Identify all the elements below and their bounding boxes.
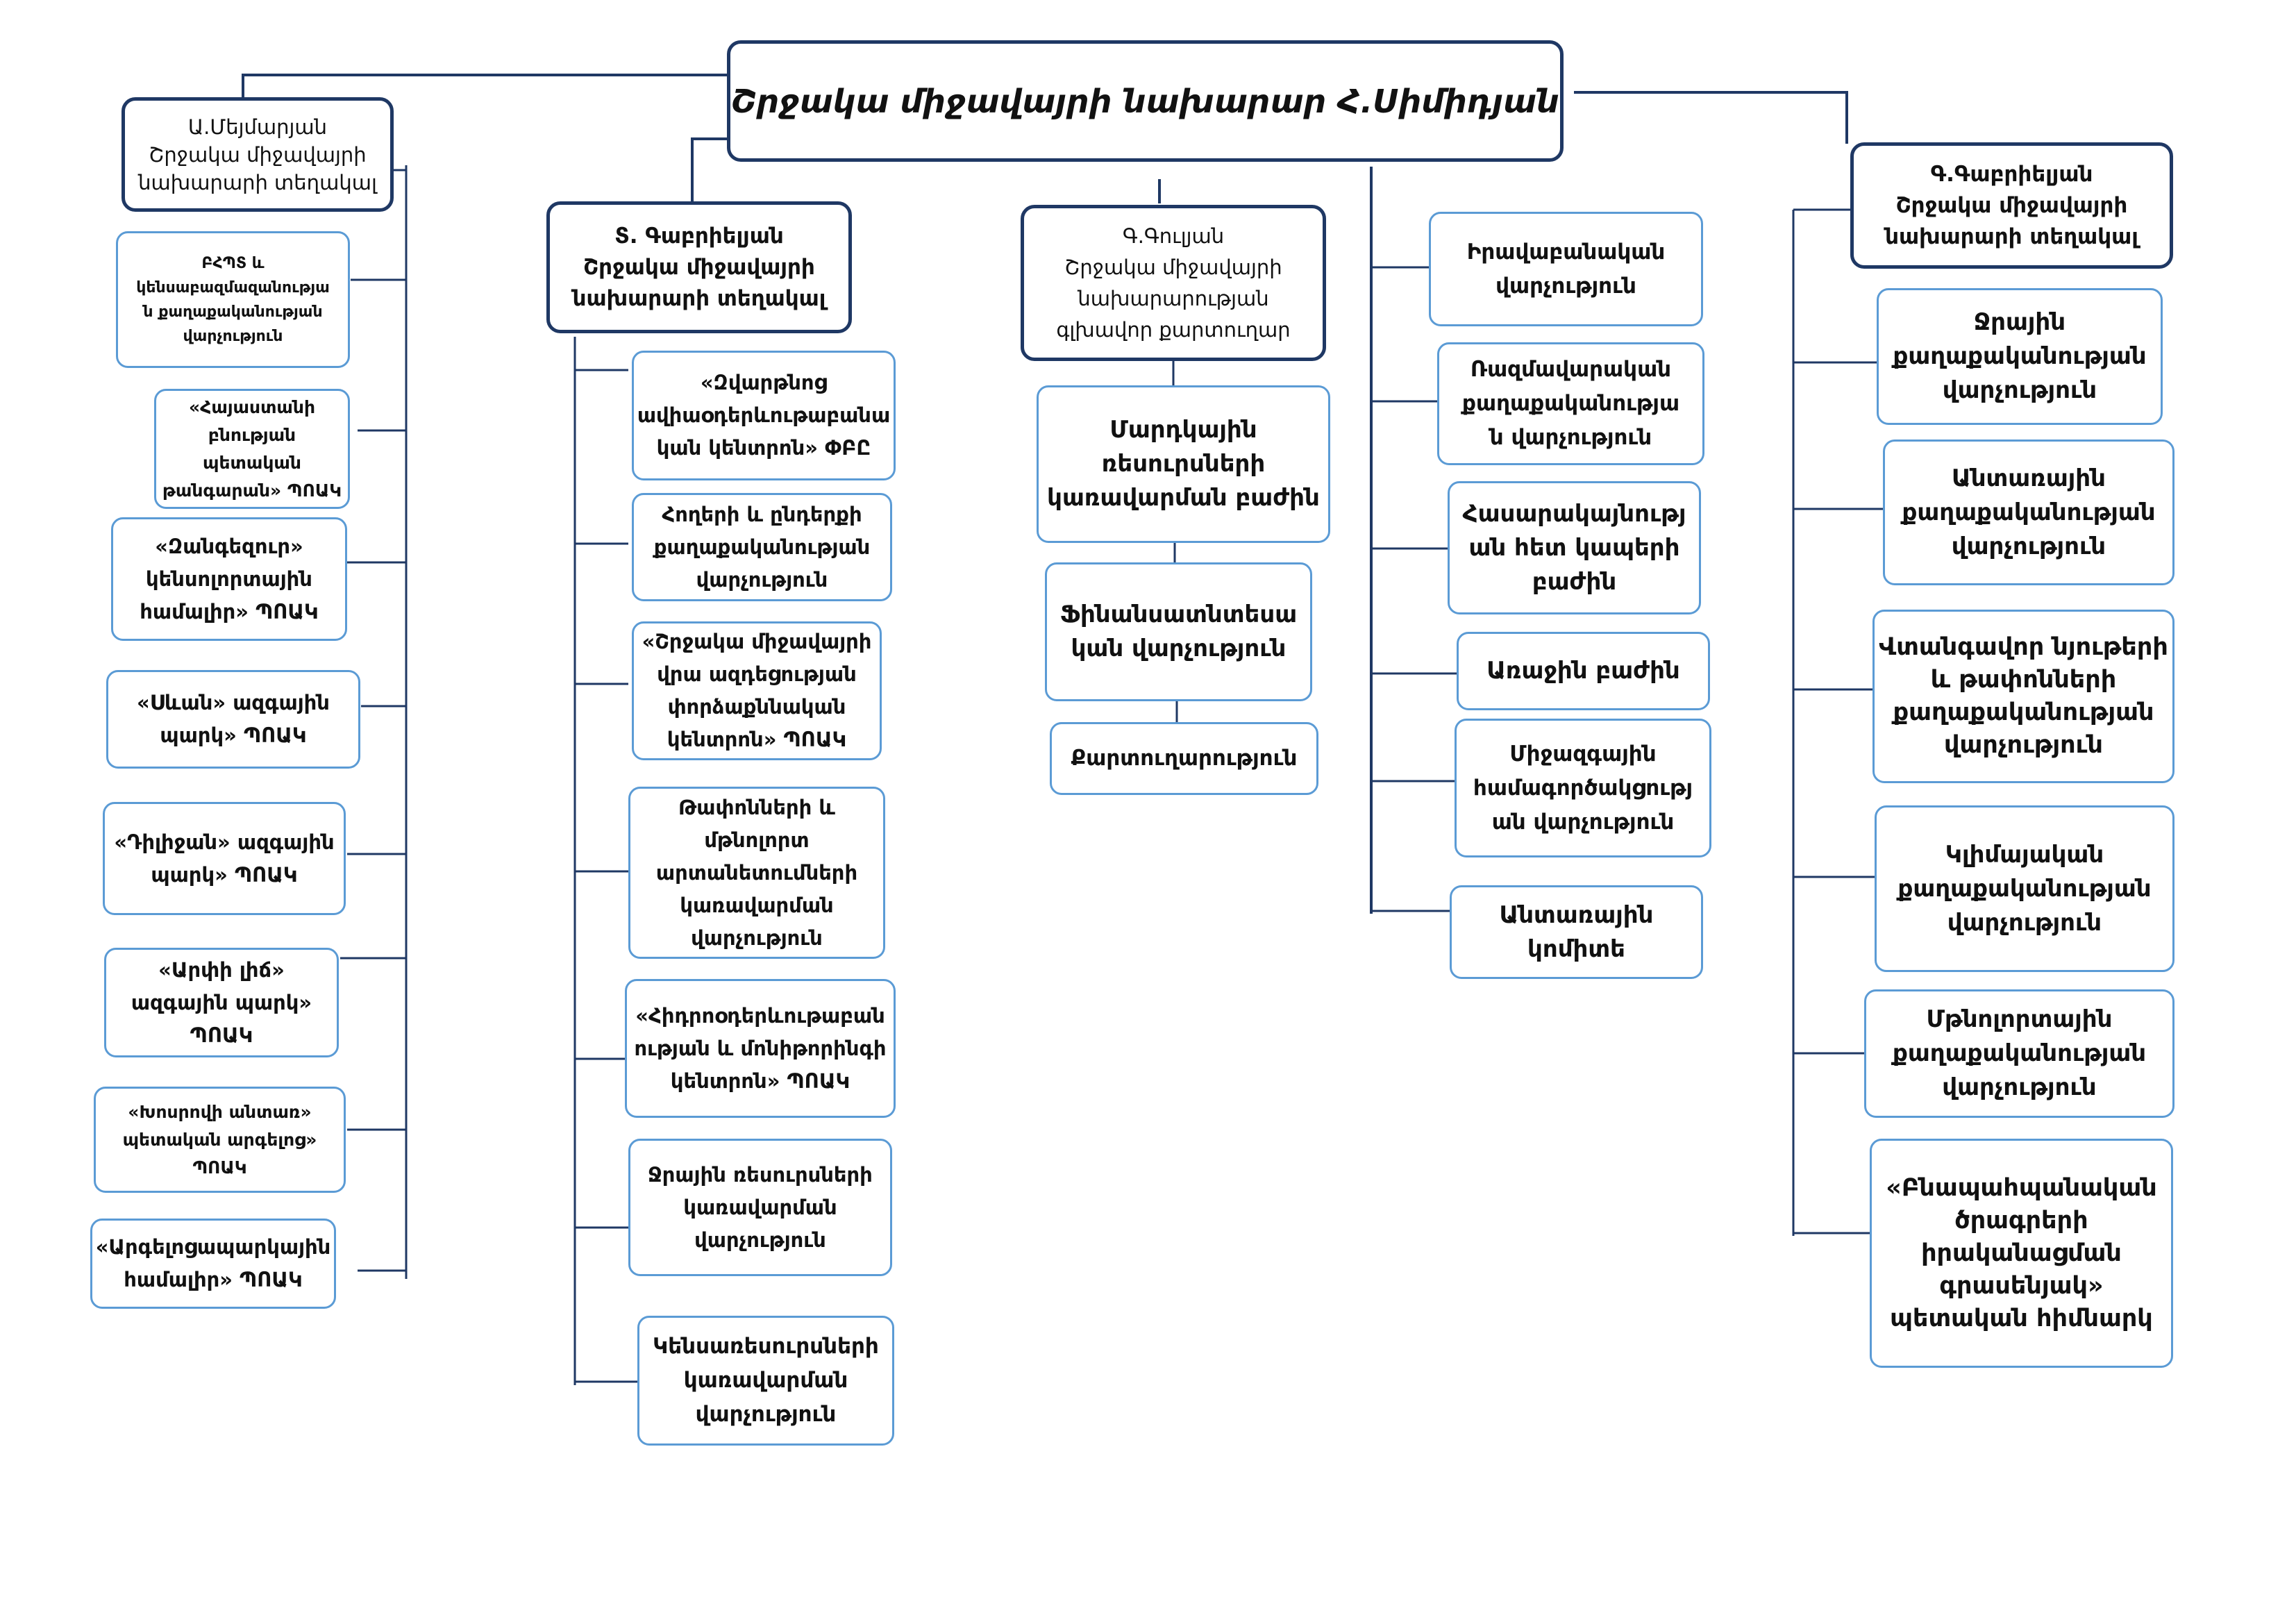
column5-unit-5: Մթնոլորտային քաղաքականության վարչություն <box>1864 989 2175 1118</box>
column5-unit-4: Կլիմայական քաղաքականության վարչություն <box>1875 805 2175 972</box>
column5-unit-2: Անտառային քաղաքականության վարչություն <box>1883 440 2175 585</box>
column3-unit-3: Քարտուղարություն <box>1050 722 1318 795</box>
column1-unit-2: «Հայաստանի բնության պետական թանգարան» ՊՈ… <box>154 389 350 509</box>
column4-unit-4: Առաջին բաժին <box>1457 632 1710 710</box>
minister-box: Շրջակա միջավայրի նախարար Հ.Սիմիդյան <box>727 40 1564 162</box>
deputy-t-gabrielyan-box: Տ. Գաբրիելյան Շրջակա միջավայրի նախարարի … <box>546 201 852 333</box>
column2-unit-2: Հողերի և ընդերքի քաղաքականության վարչութ… <box>632 493 892 601</box>
column4-unit-2: Ռազմավարական քաղաքականությա ն վարչությու… <box>1437 342 1704 465</box>
column5-unit-6: «Բնապահպանական ծրագրերի իրականացման գրաս… <box>1870 1139 2173 1368</box>
column2-unit-1: «Զվարթնոց ավիաօդերևութաբանա կան կենտրոն»… <box>632 351 896 480</box>
column3-unit-1: Մարդկային ռեսուրսների կառավարման բաժին <box>1037 385 1330 543</box>
general-secretary-box: Գ.Գուլյան Շրջակա միջավայրի նախարարության… <box>1021 205 1326 361</box>
column4-unit-3: Հասարակայնությ ան հետ կապերի բաժին <box>1448 481 1701 614</box>
column2-unit-7: Կենսառեսուրսների կառավարման վարչություն <box>637 1316 894 1446</box>
column4-unit-1: Իրավաբանական վարչություն <box>1429 212 1703 326</box>
column1-unit-5: «Դիլիջան» ազգային պարկ» ՊՈԱԿ <box>103 802 346 915</box>
deputy-metsoyan-box: Ա.Մեյմարյան Շրջակա միջավայրի նախարարի տե… <box>121 97 394 212</box>
column4-unit-5: Միջազգային համագործակցությ ան վարչությու… <box>1455 719 1711 857</box>
column1-unit-8: «Արգելոցապարկային համալիր» ՊՈԱԿ <box>90 1219 336 1309</box>
column1-unit-6: «Արփի լիճ» ազգային պարկ» ՊՈԱԿ <box>104 948 339 1057</box>
column2-unit-5: «Հիդրոօդերևութաբան ության և մոնիթորինգի … <box>625 979 896 1118</box>
column5-unit-3: Վտանգավոր նյութերի և թափոնների քաղաքական… <box>1872 610 2175 783</box>
column4-unit-6: Անտառային կոմիտե <box>1450 885 1703 979</box>
column2-unit-3: «Շրջակա միջավայրի վրա ազդեցության փորձաք… <box>632 621 882 760</box>
column3-unit-2: Ֆինանսատնտեսա կան վարչություն <box>1045 562 1312 701</box>
column1-unit-4: «Սևան» ազգային պարկ» ՊՈԱԿ <box>106 670 360 769</box>
column1-unit-7: «Խոսրովի անտառ» պետական արգելոց» ՊՈԱԿ <box>94 1087 346 1193</box>
deputy-g-gabrielyan-box: Գ.Գաբրիելյան Շրջակա միջավայրի նախարարի տ… <box>1850 142 2173 269</box>
column1-unit-3: «Զանգեզուր» կենսոլորտային համալիր» ՊՈԱԿ <box>111 517 347 641</box>
column5-unit-1: Ջրային քաղաքականության վարչություն <box>1877 288 2163 425</box>
column1-unit-1: ԲՀՊՏ և կենսաբազմազանությա ն քաղաքականութ… <box>116 231 350 368</box>
column2-unit-4: Թափոնների և մթնոլորտ արտանետումների կառա… <box>628 787 885 959</box>
column2-unit-6: Ջրային ռեսուրսների կառավարման վարչությու… <box>628 1139 892 1276</box>
